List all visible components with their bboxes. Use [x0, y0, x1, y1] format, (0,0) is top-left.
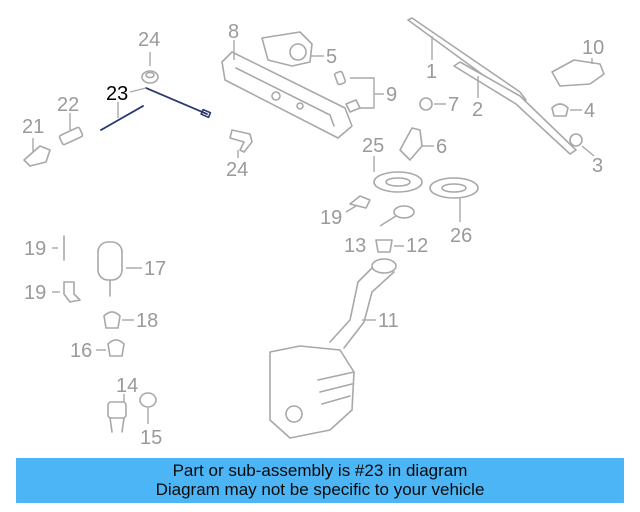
part-17-washer-pump: 17	[97, 241, 166, 297]
part-27-seal: 26	[429, 177, 479, 247]
label-6: 6	[436, 136, 447, 158]
label-18: 18	[136, 310, 158, 332]
part-7-grommet: 7	[419, 94, 459, 116]
label-7: 7	[448, 94, 459, 116]
label-10: 10	[582, 37, 604, 59]
label-14: 14	[116, 375, 138, 397]
part-6-bracket: 6	[399, 127, 447, 161]
part-19-fitting-lower: 19	[24, 281, 81, 304]
label-20: 19	[24, 238, 46, 260]
part-18-grommet: 18	[103, 310, 158, 332]
label-17: 17	[144, 258, 166, 280]
part-26-seal: 25	[362, 135, 423, 193]
label-21: 21	[22, 116, 44, 138]
label-8: 8	[228, 21, 239, 43]
part-3-nut: 3	[569, 133, 603, 177]
label-5: 5	[326, 46, 337, 68]
part-21-washer-jet: 21	[22, 116, 51, 167]
label-19-lower: 19	[24, 282, 46, 304]
part-23-washer-hose[interactable]: 23	[100, 83, 212, 131]
part-16-grommet: 16	[70, 339, 125, 362]
part-12-cap: 12	[375, 235, 428, 257]
label-15: 15	[140, 427, 162, 449]
part-25-grommet: 24	[138, 29, 160, 84]
label-4: 4	[584, 100, 595, 122]
part-20-hose: 19	[24, 235, 65, 261]
label-13: 13	[344, 235, 366, 257]
label-16: 16	[70, 340, 92, 362]
part-4-cap: 4	[551, 100, 595, 122]
part-24-connector: 24	[226, 129, 253, 181]
part-15-seal: 15	[139, 392, 162, 449]
label-24: 24	[226, 159, 248, 181]
washer-reservoir	[269, 345, 355, 439]
part-2-wiper-blade: 2	[453, 61, 577, 155]
part-5-wiper-motor: 5	[261, 31, 337, 68]
label-27: 26	[450, 225, 472, 247]
label-2: 2	[472, 99, 483, 121]
part-info-banner: Part or sub-assembly is #23 in diagram D…	[16, 458, 624, 503]
banner-line-2: Diagram may not be specific to your vehi…	[155, 480, 485, 499]
banner-line-1: Part or sub-assembly is #23 in diagram	[172, 461, 468, 480]
label-25: 24	[138, 29, 160, 51]
label-22: 22	[57, 94, 79, 116]
label-23: 23	[106, 83, 128, 105]
part-19-fitting-upper: 19	[320, 195, 371, 229]
part-13-filler-neck-seal: 13	[344, 205, 415, 257]
label-1: 1	[426, 61, 437, 83]
part-10-cover: 10	[551, 37, 605, 87]
label-9: 9	[386, 84, 397, 106]
label-19-upper: 19	[320, 207, 342, 229]
part-8-wiper-linkage: 8	[221, 21, 353, 139]
label-3: 3	[592, 155, 603, 177]
label-12: 12	[406, 235, 428, 257]
part-22-nozzle: 22	[57, 94, 84, 146]
label-11: 11	[378, 310, 399, 332]
part-14-level-sensor: 14	[107, 375, 138, 433]
label-26: 25	[362, 135, 384, 157]
part-11-filler-neck: 11	[329, 258, 399, 349]
part-9-bolt: 9	[333, 70, 397, 113]
